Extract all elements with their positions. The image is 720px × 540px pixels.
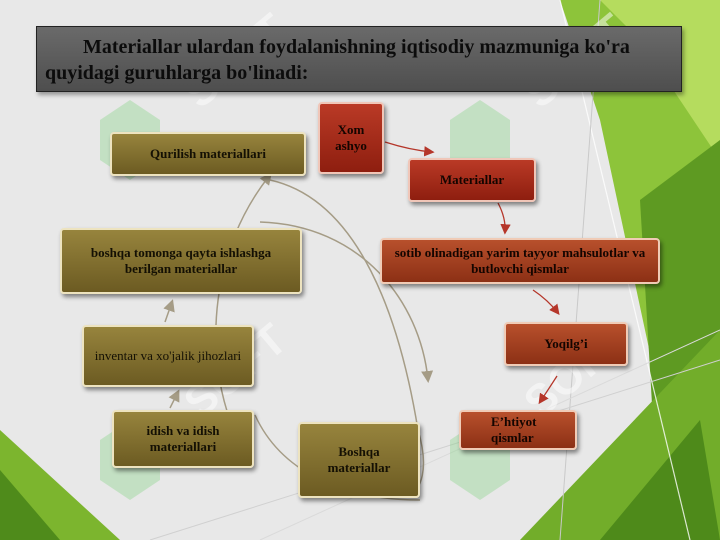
node-qayta-ishlash: boshqa tomonga qayta ishlashga berilgan … [60,228,302,294]
node-inventar-jihozlari: inventar va xo'jalik jihozlari [82,325,254,387]
node-yoqilgi: Yoqilg’i [504,322,628,366]
node-materiallar: Materiallar [408,158,536,202]
node-yarim-tayyor: sotib olinadigan yarim tayyor mahsulotla… [380,238,660,284]
node-ehtiyot-qismlar: E’htiyot qismlar [459,410,577,450]
node-idish-materiallari: idish va idish materiallari [112,410,254,468]
node-qurilish-materiallari: Qurilish materiallari [110,132,306,176]
node-xom-ashyo: Xom ashyo [318,102,384,174]
slide-title: Materiallar ulardan foydalanishning iqti… [36,26,682,92]
node-boshqa-materiallar: Boshqa materiallar [298,422,420,498]
